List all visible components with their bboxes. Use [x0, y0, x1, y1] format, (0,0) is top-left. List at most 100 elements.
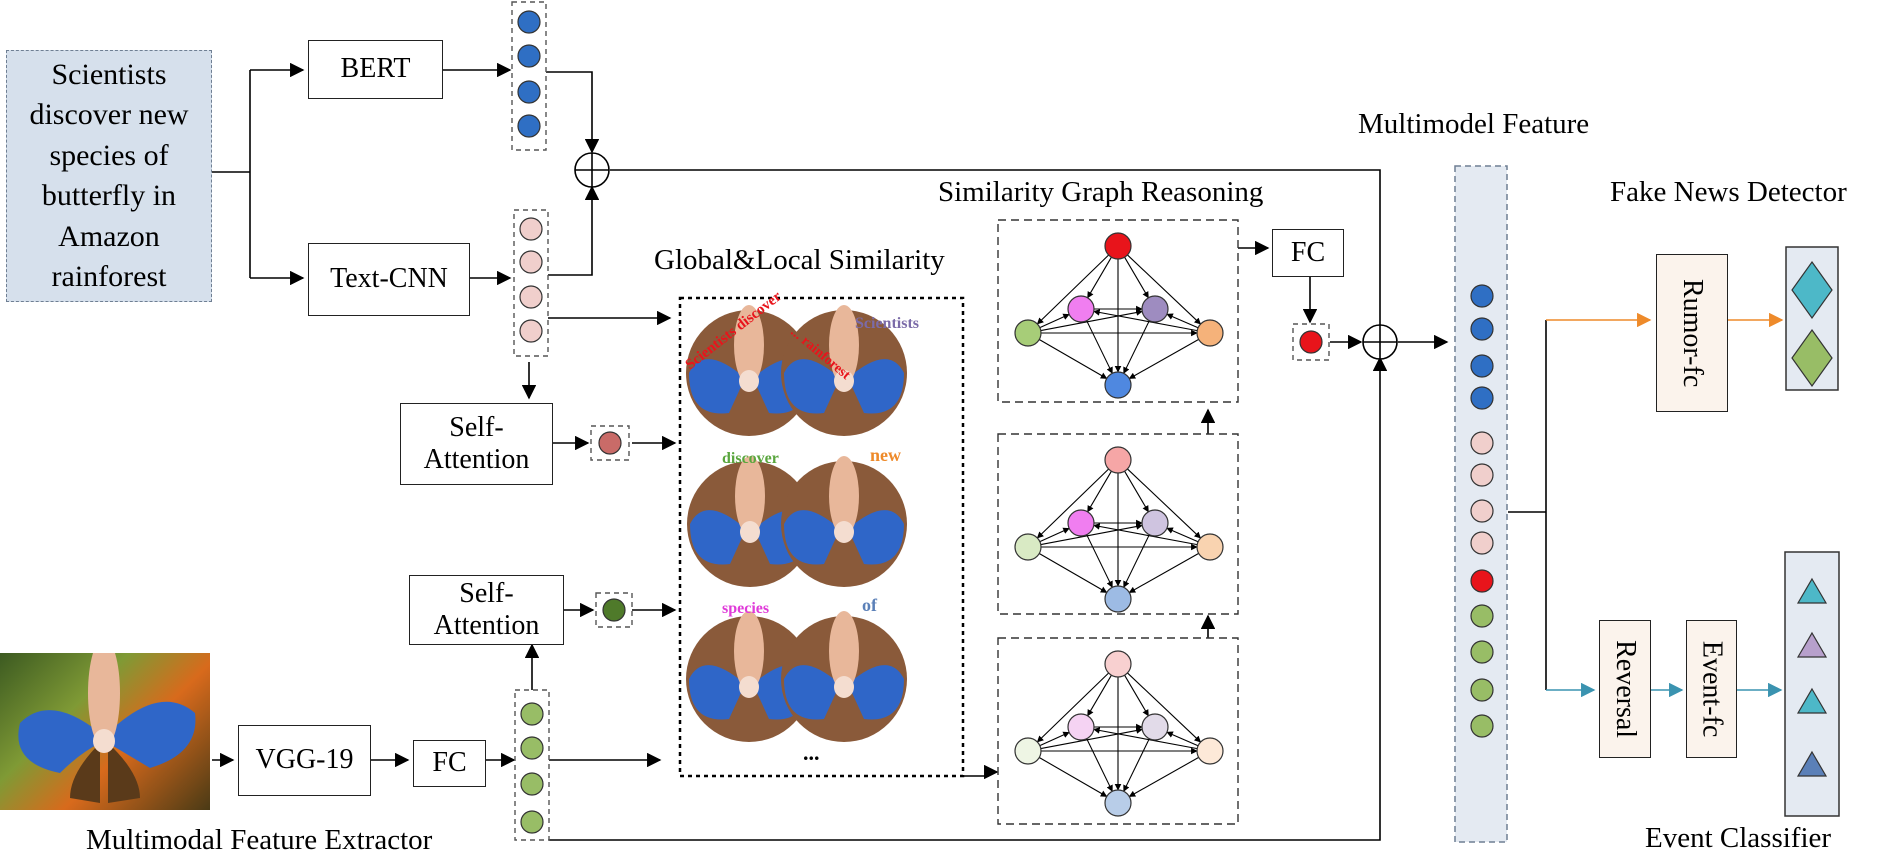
event-classifier-title: Event Classifier — [1645, 822, 1832, 854]
graph-node — [1104, 650, 1132, 678]
ellipsis: ... — [803, 740, 820, 765]
image-attention-vector-node — [602, 598, 626, 622]
graph-node — [1014, 533, 1042, 561]
self-attention-text-label: Self-Attention — [423, 411, 530, 475]
self-attention-image-label: Self-Attention — [433, 577, 540, 641]
graph-node — [1067, 713, 1095, 741]
graph-node — [1141, 509, 1169, 537]
fused-vector-node — [1299, 330, 1323, 354]
text-cnn-embedding-node — [519, 285, 543, 309]
reversal-box: Reversal — [1599, 620, 1651, 758]
rumor-fc-box: Rumor-fc — [1656, 254, 1728, 412]
news-text-input: Scientists discover new species of butte… — [6, 50, 212, 302]
feature-node — [1470, 284, 1494, 308]
vgg19-box: VGG-19 — [238, 725, 371, 796]
reversal-label: Reversal — [1610, 640, 1642, 738]
concat-operator-top — [574, 152, 610, 188]
self-attention-text-box: Self-Attention — [400, 403, 553, 485]
connectors — [212, 62, 1547, 841]
word-label-scientists: Scientists — [855, 315, 919, 332]
graph-node — [1067, 509, 1095, 537]
graph-node — [1141, 295, 1169, 323]
similarity-image-grid — [686, 305, 907, 742]
butterfly-image-circle — [781, 611, 907, 742]
graph-top — [997, 219, 1239, 403]
multimodel-feature-title: Multimodel Feature — [1358, 108, 1590, 140]
bert-box: BERT — [308, 40, 443, 99]
news-text: Scientists discover new species of butte… — [29, 57, 189, 294]
butterfly-image-circle — [686, 305, 812, 436]
fake-news-detector-title: Fake News Detector — [1610, 176, 1847, 208]
feature-node — [1470, 678, 1494, 702]
feature-node — [1470, 640, 1494, 664]
feature-node — [1470, 317, 1494, 341]
text-cnn-embedding-node — [519, 217, 543, 241]
image-embedding-node — [520, 736, 544, 760]
graph-node — [1196, 319, 1224, 347]
bert-embedding-node — [517, 44, 541, 68]
graph-node — [1104, 446, 1132, 474]
feature-node — [1470, 354, 1494, 378]
extractor-title: Multimodal Feature Extractor — [86, 824, 433, 856]
graph-node — [1014, 319, 1042, 347]
event-fc-box: Event-fc — [1686, 620, 1737, 758]
fc-graph-box: FC — [1272, 229, 1344, 277]
graph-bottom — [997, 637, 1239, 825]
event-output-triangle-3 — [1796, 687, 1828, 714]
image-embedding-node — [520, 702, 544, 726]
multimodel-feature-nodes — [1470, 284, 1494, 738]
bert-embedding-node — [517, 10, 541, 34]
word-label-species: species — [722, 600, 769, 617]
fc-image-label: FC — [432, 747, 467, 779]
graph-node — [1104, 232, 1132, 260]
text-cnn-embedding-node — [519, 319, 543, 343]
feature-node — [1470, 531, 1494, 555]
vgg19-label: VGG-19 — [255, 744, 354, 776]
feature-node — [1470, 386, 1494, 410]
rumor-fc-label: Rumor-fc — [1677, 278, 1709, 388]
bert-embedding-node — [517, 114, 541, 138]
feature-node — [1470, 714, 1494, 738]
feature-node — [1470, 499, 1494, 523]
graph-node — [1067, 295, 1095, 323]
graph-middle — [997, 433, 1239, 615]
rumor-output-diamond-1 — [1791, 260, 1833, 320]
graph-node — [1014, 737, 1042, 765]
image-embedding-node — [520, 772, 544, 796]
image-embedding-node — [520, 810, 544, 834]
graph-node — [1196, 533, 1224, 561]
word-label-discover: discover — [722, 450, 779, 467]
feature-node — [1470, 569, 1494, 593]
similarity-graphs — [997, 219, 1239, 825]
graph-node — [1196, 737, 1224, 765]
text-cnn-label: Text-CNN — [330, 263, 448, 295]
graph-node — [1104, 371, 1132, 399]
concat-operator-fusion — [1362, 324, 1398, 360]
event-output-triangle-4 — [1796, 750, 1828, 777]
similarity-graph-title: Similarity Graph Reasoning — [938, 176, 1264, 208]
bert-embedding-node — [517, 80, 541, 104]
similarity-frame — [678, 296, 965, 778]
bert-label: BERT — [340, 53, 411, 85]
input-image — [0, 653, 210, 810]
word-label-new: new — [870, 445, 901, 465]
graph-node — [1104, 789, 1132, 817]
fused-vector-frame — [1292, 323, 1330, 361]
text-cnn-box: Text-CNN — [308, 243, 470, 316]
rumor-output-diamond-2 — [1791, 328, 1833, 388]
butterfly-image-circle — [781, 305, 907, 436]
text-attention-vector-node — [598, 431, 622, 455]
event-output-triangle-1 — [1796, 577, 1828, 604]
graph-node — [1104, 585, 1132, 613]
feature-node — [1470, 604, 1494, 628]
butterfly-image-circle — [781, 456, 907, 587]
fc-image-box: FC — [413, 740, 486, 787]
event-output-triangle-2 — [1796, 631, 1828, 658]
feature-stacks — [511, 1, 1330, 841]
text-cnn-embedding-node — [519, 250, 543, 274]
graph-node — [1141, 713, 1169, 741]
word-label-of: of — [862, 595, 878, 615]
self-attention-image-box: Self-Attention — [409, 575, 564, 645]
